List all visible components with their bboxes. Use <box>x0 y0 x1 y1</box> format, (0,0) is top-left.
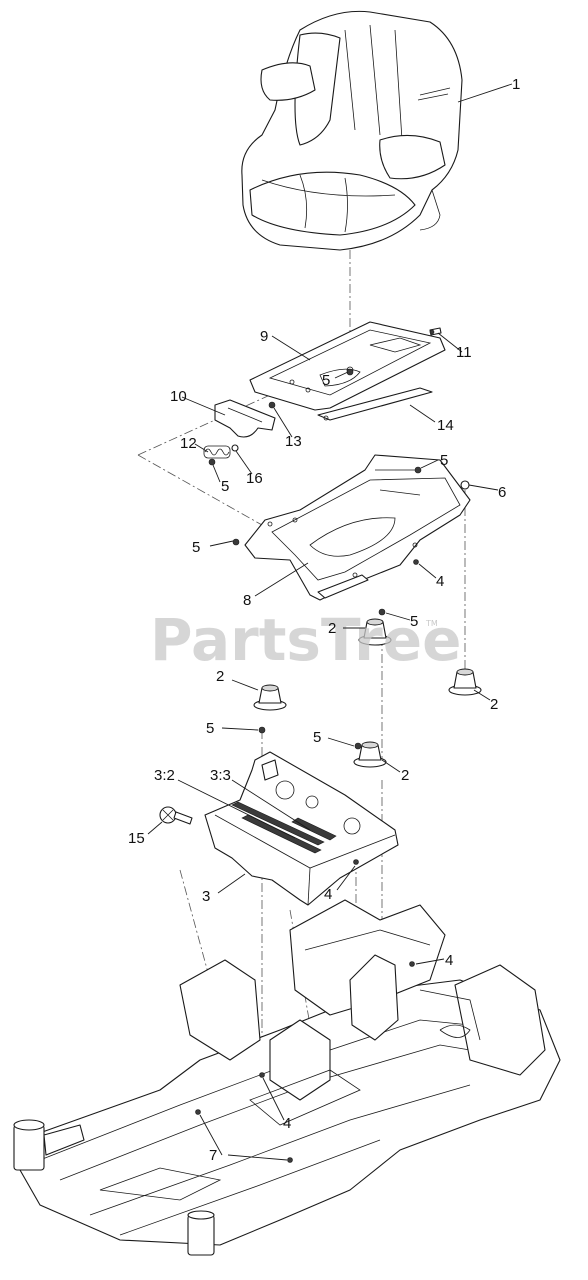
nut-5-spring <box>208 458 216 466</box>
callout-4: 4 <box>445 952 453 969</box>
isolator-2-c <box>448 668 482 696</box>
callout-14: 14 <box>437 417 454 434</box>
knob-15 <box>159 806 193 825</box>
decal-strip-3-2 <box>231 801 325 854</box>
callout-5: 5 <box>206 720 214 737</box>
callout-15: 15 <box>128 830 145 847</box>
callout-seat-pan: 3 <box>202 888 210 905</box>
callout-3-2: 3:2 <box>154 767 175 784</box>
watermark: PartsTree TM <box>150 606 461 674</box>
callout-5: 5 <box>192 539 200 556</box>
bolt-4-pan <box>353 859 359 865</box>
callout-2: 2 <box>216 668 224 685</box>
watermark-trademark: TM <box>425 619 438 628</box>
seat-plate-top <box>249 321 446 411</box>
seat-pan-3 <box>204 751 399 906</box>
isolator-2-b <box>253 684 287 711</box>
washer-16 <box>231 444 239 452</box>
isolator-2-d <box>353 741 387 768</box>
callout-2: 2 <box>328 620 336 637</box>
callout-4: 4 <box>324 886 332 903</box>
seat-plate-lower <box>244 454 471 601</box>
callout-2: 2 <box>490 696 498 713</box>
callout-5: 5 <box>313 729 321 746</box>
callout-11: 11 <box>456 344 472 361</box>
callout-6: 6 <box>498 484 506 501</box>
callout-16: 16 <box>246 470 263 487</box>
callout-12: 12 <box>180 435 197 452</box>
callout-seat-plate-top: 9 <box>260 328 268 345</box>
callout-5: 5 <box>410 613 418 630</box>
mower-frame <box>13 899 561 1256</box>
fastener-13 <box>268 401 276 409</box>
callouts: 1 9 11 5 10 13 14 12 16 5 5 6 5 4 8 2 5 … <box>128 76 520 1164</box>
nut-5-isolator-b <box>258 726 266 734</box>
callout-2: 2 <box>401 767 409 784</box>
callout-5: 5 <box>440 452 448 469</box>
spring-12 <box>203 445 231 459</box>
watermark-text: PartsTree <box>150 606 461 674</box>
callout-13: 13 <box>285 433 302 450</box>
callout-seat: 1 <box>512 76 520 93</box>
frame-hardware <box>195 961 415 1163</box>
callout-5: 5 <box>221 478 229 495</box>
slide-rail-14 <box>317 387 433 421</box>
callout-seat-plate-lower: 8 <box>243 592 251 609</box>
callout-10: 10 <box>170 388 187 405</box>
callout-4: 4 <box>436 573 444 590</box>
bracket-10 <box>214 399 276 438</box>
callout-3-3: 3:3 <box>210 767 231 784</box>
seat-assembly <box>241 10 463 251</box>
decal-strip-3-3 <box>291 817 337 841</box>
callout-7: 7 <box>209 1147 217 1164</box>
leader-lines <box>147 83 513 1161</box>
callout-4: 4 <box>283 1115 291 1132</box>
callout-5: 5 <box>322 372 330 389</box>
bolt-11 <box>429 327 442 336</box>
isolator-2-a <box>358 608 392 646</box>
